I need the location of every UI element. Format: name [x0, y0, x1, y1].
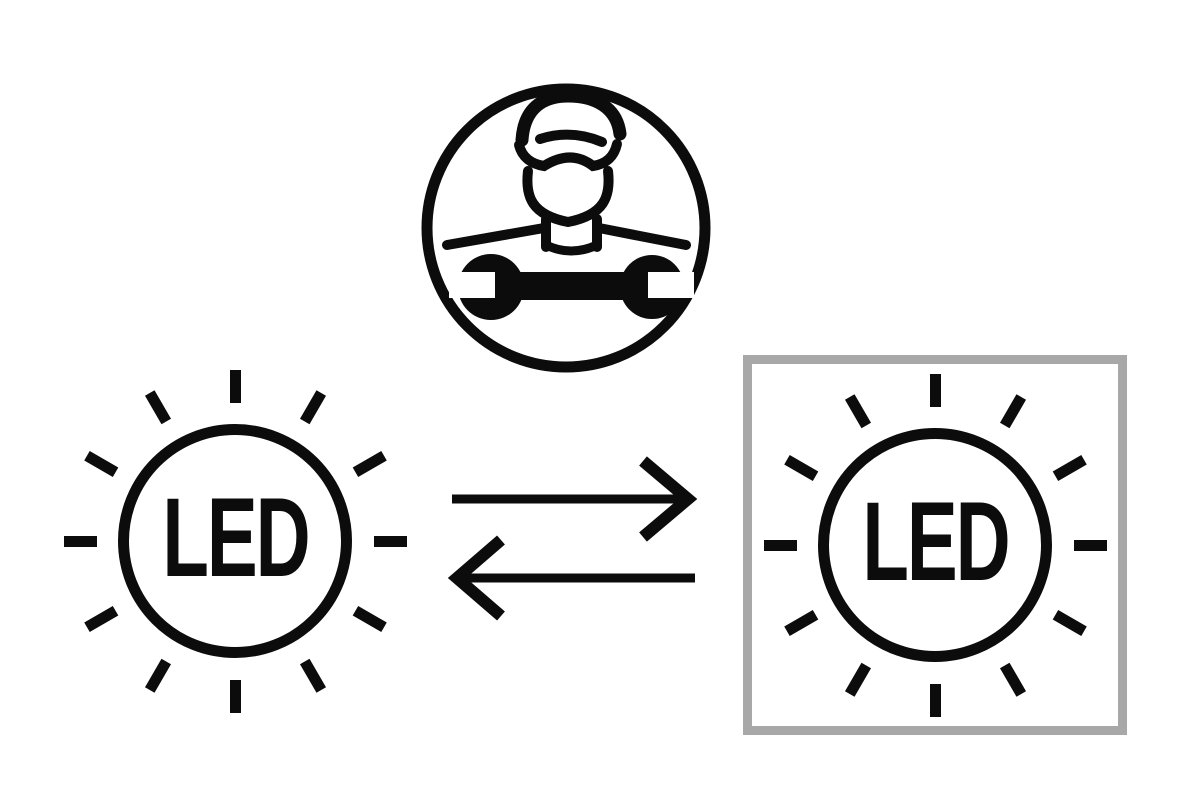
ray — [929, 373, 941, 407]
led-circle: LED — [818, 428, 1052, 662]
ray — [1052, 454, 1087, 481]
ray — [144, 389, 171, 424]
cap-seam — [535, 129, 607, 147]
ray — [352, 605, 387, 632]
sun-rays — [760, 370, 1110, 720]
ray — [844, 662, 871, 697]
ray — [299, 389, 326, 424]
wrench-icon — [449, 254, 694, 320]
led-lamp-right-icon: LED — [760, 370, 1110, 720]
ray — [352, 450, 387, 477]
ray — [373, 535, 407, 547]
cap-brim — [514, 139, 622, 172]
led-label: LED — [161, 475, 310, 600]
ray — [1073, 539, 1107, 551]
ray — [83, 605, 118, 632]
led-circle: LED — [118, 424, 352, 658]
arrow-left-icon — [447, 535, 695, 621]
ray — [783, 609, 818, 636]
ray — [83, 450, 118, 477]
led-label: LED — [861, 479, 1010, 604]
shoulder-left — [442, 223, 549, 250]
ray — [229, 369, 241, 403]
ray — [783, 454, 818, 481]
ray — [229, 679, 241, 713]
face-outline — [522, 166, 614, 228]
arrow-right-icon — [452, 456, 698, 542]
highlight-frame — [743, 355, 1127, 735]
collar — [541, 240, 602, 256]
technician-icon — [421, 83, 711, 373]
ray — [1052, 609, 1087, 636]
ray — [63, 535, 97, 547]
cap-crown — [515, 89, 627, 147]
exchange-arrows-icon — [447, 456, 698, 621]
ray — [844, 393, 871, 428]
technician-circle — [421, 83, 711, 373]
ray — [763, 539, 797, 551]
ray — [299, 658, 326, 693]
led-lamp-left-icon: LED — [60, 366, 410, 716]
ray — [929, 683, 941, 717]
ray — [999, 662, 1026, 697]
sun-rays — [60, 366, 410, 716]
ray — [999, 393, 1026, 428]
ray — [144, 658, 171, 693]
shoulder-right — [594, 223, 691, 250]
